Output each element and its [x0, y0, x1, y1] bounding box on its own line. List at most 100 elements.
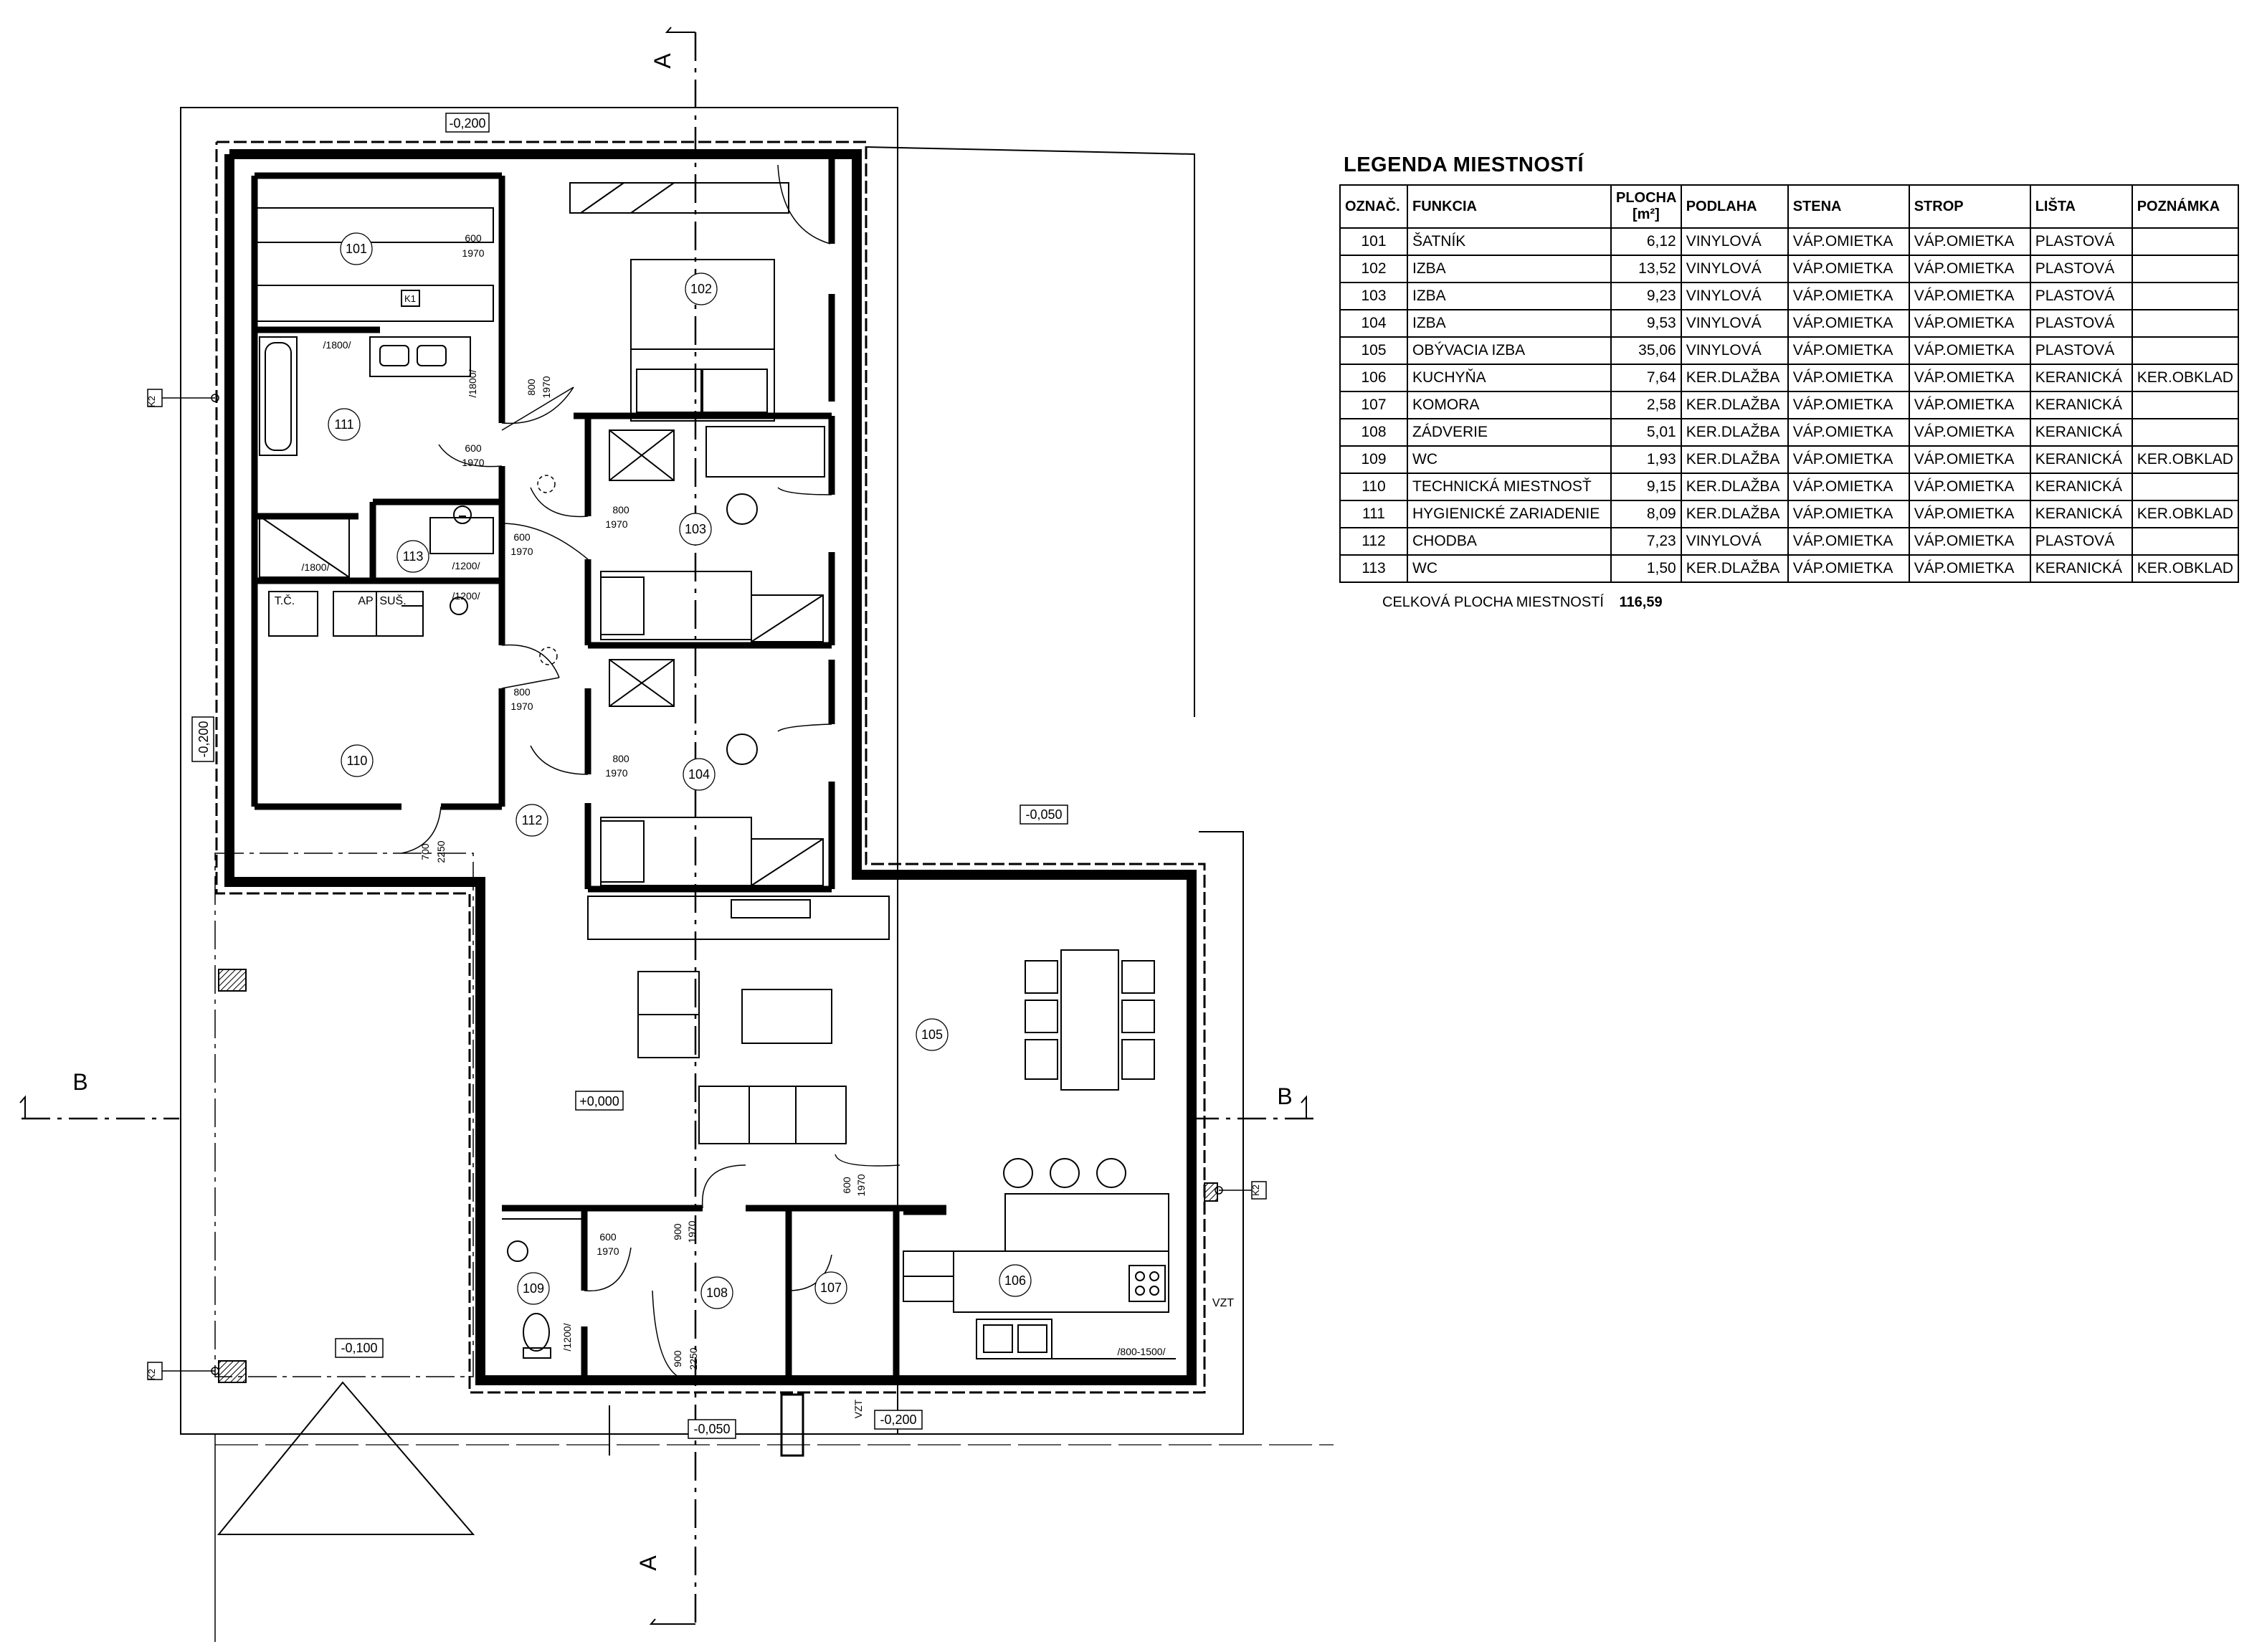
- legend-cell-lista: PLASTOVÁ: [2029, 282, 2133, 310]
- legend-cell-stena: VÁP.OMIETKA: [1787, 391, 1910, 419]
- legend-cell-poznamka: [2131, 336, 2239, 365]
- legend-cell-strop: VÁP.OMIETKA: [1908, 527, 2031, 556]
- terrace-outlines: [180, 107, 1334, 1642]
- section-a-bottom: A: [635, 1555, 661, 1571]
- door-label-108-w: 900: [672, 1223, 683, 1240]
- legend-table: OZNAČ. FUNKCIA PLOCHA [m²] PODLAHA STENA…: [1339, 184, 2239, 583]
- fixture-1800-side: /1800/: [467, 369, 478, 397]
- legend-cell-id: 106: [1339, 364, 1408, 392]
- legend-cell-podlaha: VINYLOVÁ: [1680, 227, 1789, 256]
- equipment-k2-right: K2: [1250, 1185, 1261, 1196]
- section-a-top: A: [650, 53, 675, 69]
- legend-cell-funkcia: OBÝVACIA IZBA: [1407, 336, 1612, 365]
- legend-cell-podlaha: VINYLOVÁ: [1680, 255, 1789, 283]
- legend-cell-poznamka: [2131, 527, 2239, 556]
- legend-cell-plocha: 1,93: [1610, 445, 1682, 474]
- legend-cell-poznamka: [2131, 418, 2239, 447]
- legend-cell-funkcia: KOMORA: [1407, 391, 1612, 419]
- equipment-vzt-bottom: VZT: [852, 1399, 864, 1418]
- legend-cell-strop: VÁP.OMIETKA: [1908, 391, 2031, 419]
- door-label-104-h: 1970: [605, 767, 627, 779]
- equipment-k1: K1: [404, 293, 416, 304]
- door-label-101-h: 1970: [462, 247, 484, 259]
- floor-plan: 101 102 103 104 105 106 107 108 109 110 …: [19, 27, 1334, 1642]
- legend-cell-strop: VÁP.OMIETKA: [1908, 445, 2031, 474]
- door-label-106-h: 1970: [855, 1174, 867, 1196]
- fixture-1800-top: /1800/: [323, 339, 351, 351]
- legend-cell-strop: VÁP.OMIETKA: [1908, 418, 2031, 447]
- door-label-ext-w: 700: [419, 843, 431, 860]
- legend-cell-poznamka: [2131, 282, 2239, 310]
- legend-cell-podlaha: KER.DLAŽBA: [1680, 391, 1789, 419]
- legend-cell-podlaha: KER.DLAŽBA: [1680, 473, 1789, 501]
- legend-title: LEGENDA MIESTNOSTÍ: [1344, 153, 1584, 176]
- furniture: [256, 182, 1176, 1359]
- legend-cell-podlaha: VINYLOVÁ: [1680, 282, 1789, 310]
- level-terrace-top: -0,200: [449, 116, 485, 130]
- legend-cell-plocha: 9,15: [1610, 473, 1682, 501]
- header-lista: LIŠTA: [2029, 184, 2133, 229]
- legend-cell-podlaha: VINYLOVÁ: [1680, 309, 1789, 338]
- door-label-entry-w: 900: [672, 1350, 683, 1367]
- door-label-111-w: 800: [526, 379, 537, 396]
- legend-cell-funkcia: HYGIENICKÉ ZARIADENIE: [1407, 500, 1612, 528]
- legend-cell-stena: VÁP.OMIETKA: [1787, 309, 1910, 338]
- legend-cell-lista: PLASTOVÁ: [2029, 309, 2133, 338]
- fixture-800-1500: /800-1500/: [1118, 1346, 1166, 1357]
- legend-cell-poznamka: [2131, 255, 2239, 283]
- fixture-1200-tech: /1200/: [452, 590, 480, 602]
- header-oznac: OZNAČ.: [1339, 184, 1408, 229]
- door-label-110-w: 800: [513, 686, 531, 698]
- legend-cell-funkcia: WC: [1407, 554, 1612, 583]
- window-jambs: [218, 969, 1218, 1383]
- door-label-111-h: 1970: [541, 376, 552, 398]
- total-value: 116,59: [1619, 594, 1663, 610]
- legend-cell-plocha: 9,53: [1610, 309, 1682, 338]
- room-107-label: 107: [820, 1281, 842, 1295]
- door-label-113-w: 600: [513, 531, 531, 543]
- section-b-right: B: [1277, 1083, 1292, 1109]
- legend-cell-id: 111: [1339, 500, 1408, 528]
- level-boxes: [191, 113, 1068, 1439]
- room-113-label: 113: [403, 549, 424, 564]
- legend-cell-plocha: 7,64: [1610, 364, 1682, 392]
- legend-cell-funkcia: IZBA: [1407, 282, 1612, 310]
- door-label-110-h: 1970: [510, 701, 533, 712]
- door-label-106-w: 600: [841, 1177, 852, 1194]
- section-b-left: B: [72, 1069, 87, 1095]
- legend-cell-strop: VÁP.OMIETKA: [1908, 364, 2031, 392]
- legend-cell-poznamka: [2131, 227, 2239, 256]
- legend-cell-strop: VÁP.OMIETKA: [1908, 500, 2031, 528]
- legend-header-row: OZNAČ. FUNKCIA PLOCHA [m²] PODLAHA STENA…: [1339, 184, 2239, 229]
- legend-cell-id: 101: [1339, 227, 1408, 256]
- room-circles: [328, 232, 1032, 1309]
- legend-cell-id: 103: [1339, 282, 1408, 310]
- door-label-101-w: 600: [465, 232, 482, 244]
- legend-cell-plocha: 2,58: [1610, 391, 1682, 419]
- legend-cell-funkcia: ZÁDVERIE: [1407, 418, 1612, 447]
- legend-cell-podlaha: KER.DLAŽBA: [1680, 554, 1789, 583]
- equipment-k2-left-bottom: K2: [146, 1369, 157, 1380]
- legend-cell-funkcia: KUCHYŇA: [1407, 364, 1612, 392]
- header-stena: STENA: [1787, 184, 1910, 229]
- legend-cell-plocha: 8,09: [1610, 500, 1682, 528]
- level-terrace-right: -0,050: [1025, 807, 1062, 822]
- legend-cell-plocha: 5,01: [1610, 418, 1682, 447]
- legend-cell-id: 104: [1339, 309, 1408, 338]
- legend-cell-id: 107: [1339, 391, 1408, 419]
- fixture-1200-109: /1200/: [561, 1323, 573, 1351]
- legend-cell-podlaha: VINYLOVÁ: [1680, 336, 1789, 365]
- fixture-1800-shower: /1800/: [302, 561, 330, 573]
- legend-cell-poznamka: KER.OBKLAD: [2131, 445, 2239, 474]
- legend-total: CELKOVÁ PLOCHA MIESTNOSTÍ 116,59: [1339, 594, 2239, 611]
- legend-cell-stena: VÁP.OMIETKA: [1787, 364, 1910, 392]
- room-103-label: 103: [685, 522, 706, 536]
- level-bottom-right: -0,200: [880, 1413, 916, 1427]
- level-terrace-left: -0,200: [196, 721, 211, 757]
- legend-cell-strop: VÁP.OMIETKA: [1908, 309, 2031, 338]
